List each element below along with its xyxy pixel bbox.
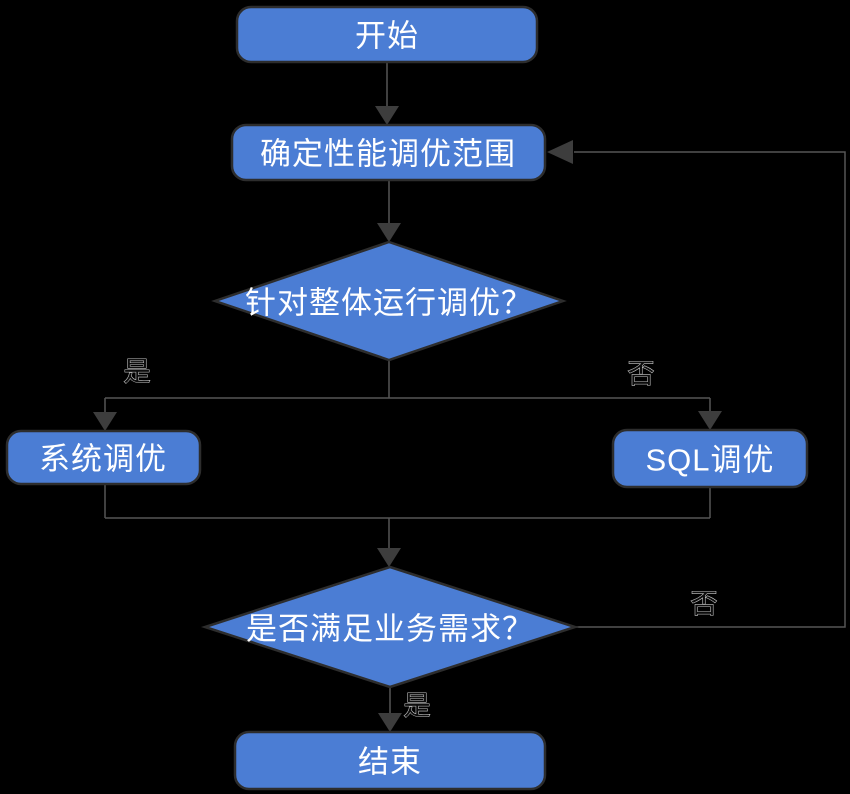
arrowhead-scope-to-decision-overall bbox=[377, 223, 401, 242]
decision-business-shape bbox=[200, 565, 580, 689]
node-end: 结束 bbox=[233, 730, 547, 791]
edge-label-no-business: 否 bbox=[691, 589, 718, 619]
sql-tuning-shape bbox=[611, 428, 809, 489]
node-scope: 确定性能调优范围 bbox=[230, 123, 547, 182]
node-system-tuning: 系统调优 bbox=[5, 429, 202, 486]
edge-label-no-overall: 否 bbox=[628, 359, 655, 389]
decision-overall-shape bbox=[211, 240, 567, 362]
end-node-label: 结束 bbox=[358, 745, 422, 780]
arrowhead-to-sql-tuning bbox=[698, 411, 722, 430]
system-tuning-shape bbox=[5, 429, 202, 486]
start-node-label: 开始 bbox=[355, 19, 419, 54]
edge-merge-to-decision-business bbox=[104, 484, 711, 549]
node-sql-tuning: SQL调优 bbox=[611, 428, 809, 489]
decision-business-label: 是否满足业务需求？ bbox=[246, 612, 534, 647]
arrowhead-start-to-scope bbox=[375, 106, 399, 125]
start-node-shape bbox=[235, 5, 539, 64]
edge-label-yes-overall: 是 bbox=[124, 357, 151, 387]
sql-tuning-label: SQL调优 bbox=[645, 443, 774, 478]
decision-overall-label: 针对整体运行调优？ bbox=[245, 286, 533, 321]
edge-business-no-loopback bbox=[574, 151, 846, 628]
edge-label-yes-business: 是 bbox=[404, 691, 431, 721]
node-decision-business: 是否满足业务需求？ bbox=[200, 565, 580, 689]
node-start: 开始 bbox=[235, 5, 539, 64]
node-decision-overall: 针对整体运行调优？ bbox=[211, 240, 567, 362]
arrowhead-loopback-to-scope bbox=[547, 140, 573, 164]
arrowhead-to-end bbox=[378, 713, 402, 732]
system-tuning-label: 系统调优 bbox=[39, 442, 167, 477]
scope-node-label: 确定性能调优范围 bbox=[260, 137, 516, 172]
arrowhead-to-system-tuning bbox=[93, 412, 117, 431]
arrowhead-to-decision-business bbox=[377, 548, 401, 567]
edge-decision-overall-branches bbox=[104, 360, 711, 413]
end-node-shape bbox=[233, 730, 547, 791]
scope-node-shape bbox=[230, 123, 547, 182]
